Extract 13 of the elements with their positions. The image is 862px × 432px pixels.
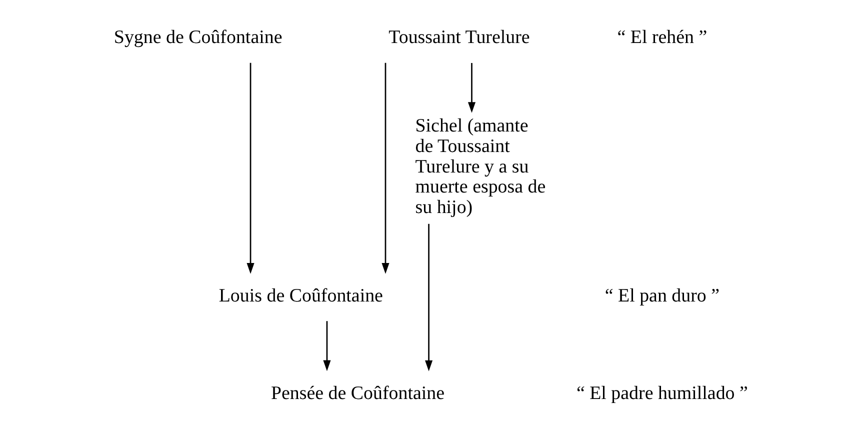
arrow xyxy=(322,321,330,372)
node-text: Toussaint Turelure xyxy=(388,27,530,48)
node-text: Sygne de Coûfontaine xyxy=(113,27,282,48)
label: “ El pan duro ” xyxy=(604,286,720,307)
label: “ El rehén ” xyxy=(616,27,707,48)
arrow xyxy=(424,224,432,372)
arrow xyxy=(467,62,476,113)
node-text: Pensée de Coûfontaine xyxy=(270,382,444,404)
node-text: Louis de Coûfontaine xyxy=(218,286,382,307)
node-text: Sichel (amante de Toussaint Turelure y a su muerte esposa de su hijo) xyxy=(414,116,546,218)
label: “ El padre humillado ” xyxy=(576,382,748,404)
arrow xyxy=(246,62,254,274)
arrow xyxy=(381,62,389,274)
